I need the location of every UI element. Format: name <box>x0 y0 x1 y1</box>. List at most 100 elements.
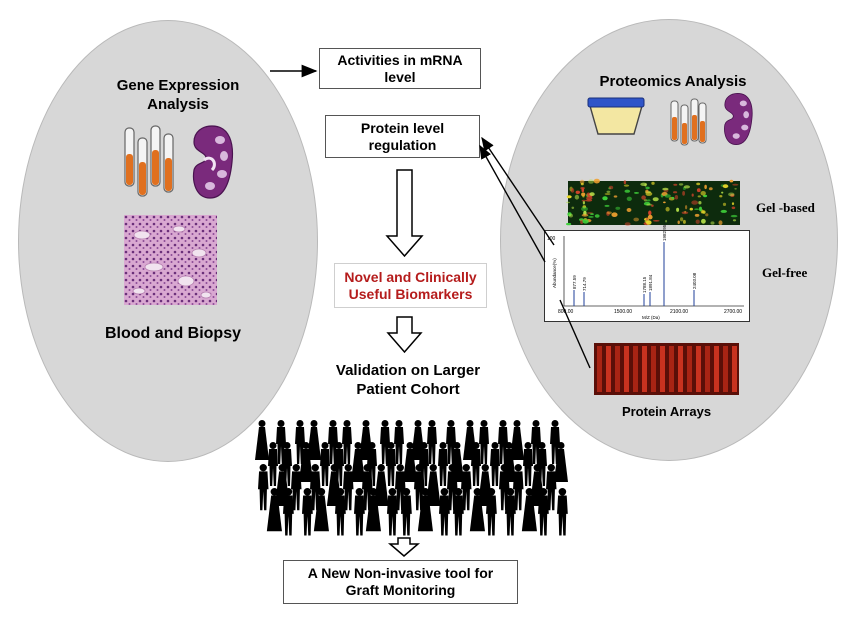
gel-spot <box>575 190 580 194</box>
person-silhouette <box>438 442 448 486</box>
gel-spot <box>566 222 572 226</box>
gel-spot <box>570 188 575 193</box>
gel-spot <box>680 217 684 222</box>
array-stripe <box>723 346 728 392</box>
hollow-arrow-1 <box>385 169 424 258</box>
gel-spot <box>647 214 653 220</box>
person-silhouette <box>425 464 441 506</box>
gel-spot <box>571 206 575 209</box>
protein-array-image <box>594 343 739 395</box>
gel-spot <box>594 214 600 218</box>
gel-spot <box>590 213 594 215</box>
gel-spot <box>604 193 611 195</box>
gel-spot <box>604 204 610 207</box>
person-silhouette <box>554 442 568 482</box>
gel-spot <box>678 183 684 186</box>
gel-spot <box>695 219 700 224</box>
person-silhouette <box>395 464 406 511</box>
gel-free-label: Gel-free <box>762 265 808 280</box>
gel-spot <box>691 193 694 197</box>
person-silhouette <box>538 488 549 536</box>
protein-regulation-box: Protein level regulation <box>325 115 480 158</box>
gel-spot <box>734 188 737 190</box>
gel-spot <box>683 185 690 189</box>
person-silhouette <box>453 488 464 536</box>
spectrum-x-label: M/Z (Da) <box>642 315 660 320</box>
test-tubes-icon <box>124 125 174 197</box>
gel-spot <box>731 202 735 205</box>
array-stripe <box>687 346 692 392</box>
person-silhouette <box>351 442 365 482</box>
gel-spot <box>581 199 586 202</box>
gel-based-label: Gel -based <box>756 200 815 215</box>
gel-spot <box>665 219 668 223</box>
spectrum-peak-label: 877.59 <box>572 275 577 289</box>
gel-spot <box>732 183 739 186</box>
spectrum-peak-label: 714.79 <box>582 277 587 291</box>
gel-spot <box>718 220 723 225</box>
gel-spot <box>682 219 686 224</box>
protein-arrays-label: Protein Arrays <box>621 404 712 419</box>
gel-spot <box>673 183 678 186</box>
gel-spot <box>705 213 709 217</box>
gel-spot <box>674 195 679 200</box>
person-silhouette <box>302 488 313 536</box>
gel-spot <box>648 210 652 216</box>
gel-spot <box>651 181 655 185</box>
gel-spot <box>651 204 654 207</box>
gel-spot <box>581 213 589 217</box>
gel-spot <box>593 178 600 184</box>
arrow-spectrum-to-protein <box>479 144 546 263</box>
gel-spot <box>608 185 614 190</box>
person-silhouette <box>471 442 481 486</box>
gel-spot <box>708 187 713 191</box>
gel-spot <box>588 179 594 184</box>
person-silhouette <box>266 488 282 532</box>
person-silhouette <box>299 442 313 482</box>
gel-spot <box>646 203 652 206</box>
blood-and-biopsy-caption: Blood and Biopsy <box>105 325 241 342</box>
gel-spot <box>588 216 594 218</box>
gel-spot <box>698 201 702 205</box>
person-silhouette <box>546 464 557 511</box>
proteomics-title: Proteomics Analysis <box>599 73 747 90</box>
person-silhouette <box>342 420 352 464</box>
gel-spot <box>643 199 648 202</box>
gene-expression-title: Gene Expression Analysis <box>116 77 240 113</box>
person-silhouette <box>521 488 537 532</box>
gel-spot <box>665 206 670 212</box>
gel-spot <box>691 200 699 205</box>
gel-spot <box>722 184 729 189</box>
person-silhouette <box>343 464 354 511</box>
array-stripe <box>696 346 701 392</box>
gel-spot <box>731 206 736 210</box>
gel-spot <box>694 208 699 210</box>
gel-spot <box>568 213 573 218</box>
person-silhouette <box>354 488 365 536</box>
gel-spot <box>626 196 632 201</box>
gel-spot <box>602 196 608 201</box>
spectrum-peak-label: 1982.95 <box>662 224 667 241</box>
person-silhouette <box>403 442 417 482</box>
mrna-activity-box: Activities in mRNA level <box>319 48 481 89</box>
gel-spot <box>579 179 585 184</box>
biopsy-tissue-image <box>124 215 217 305</box>
person-silhouette <box>505 488 516 536</box>
gel-spot <box>580 182 584 186</box>
kidney-icon-small <box>724 92 753 146</box>
gel-spot <box>613 195 618 198</box>
gel-spot <box>673 191 678 194</box>
array-stripe <box>714 346 719 392</box>
spectrum-y-tick: 100 <box>547 236 556 242</box>
person-silhouette <box>490 442 500 486</box>
gel-spot <box>615 206 621 210</box>
gel-spot <box>697 195 701 198</box>
gel-spot <box>696 188 701 193</box>
spectrum-peak-label: 1788.15 <box>642 276 647 293</box>
gel-spot <box>633 217 639 222</box>
gel-spot <box>676 207 680 212</box>
person-silhouette <box>394 420 404 464</box>
person-silhouette <box>373 464 389 506</box>
array-stripe <box>669 346 674 392</box>
